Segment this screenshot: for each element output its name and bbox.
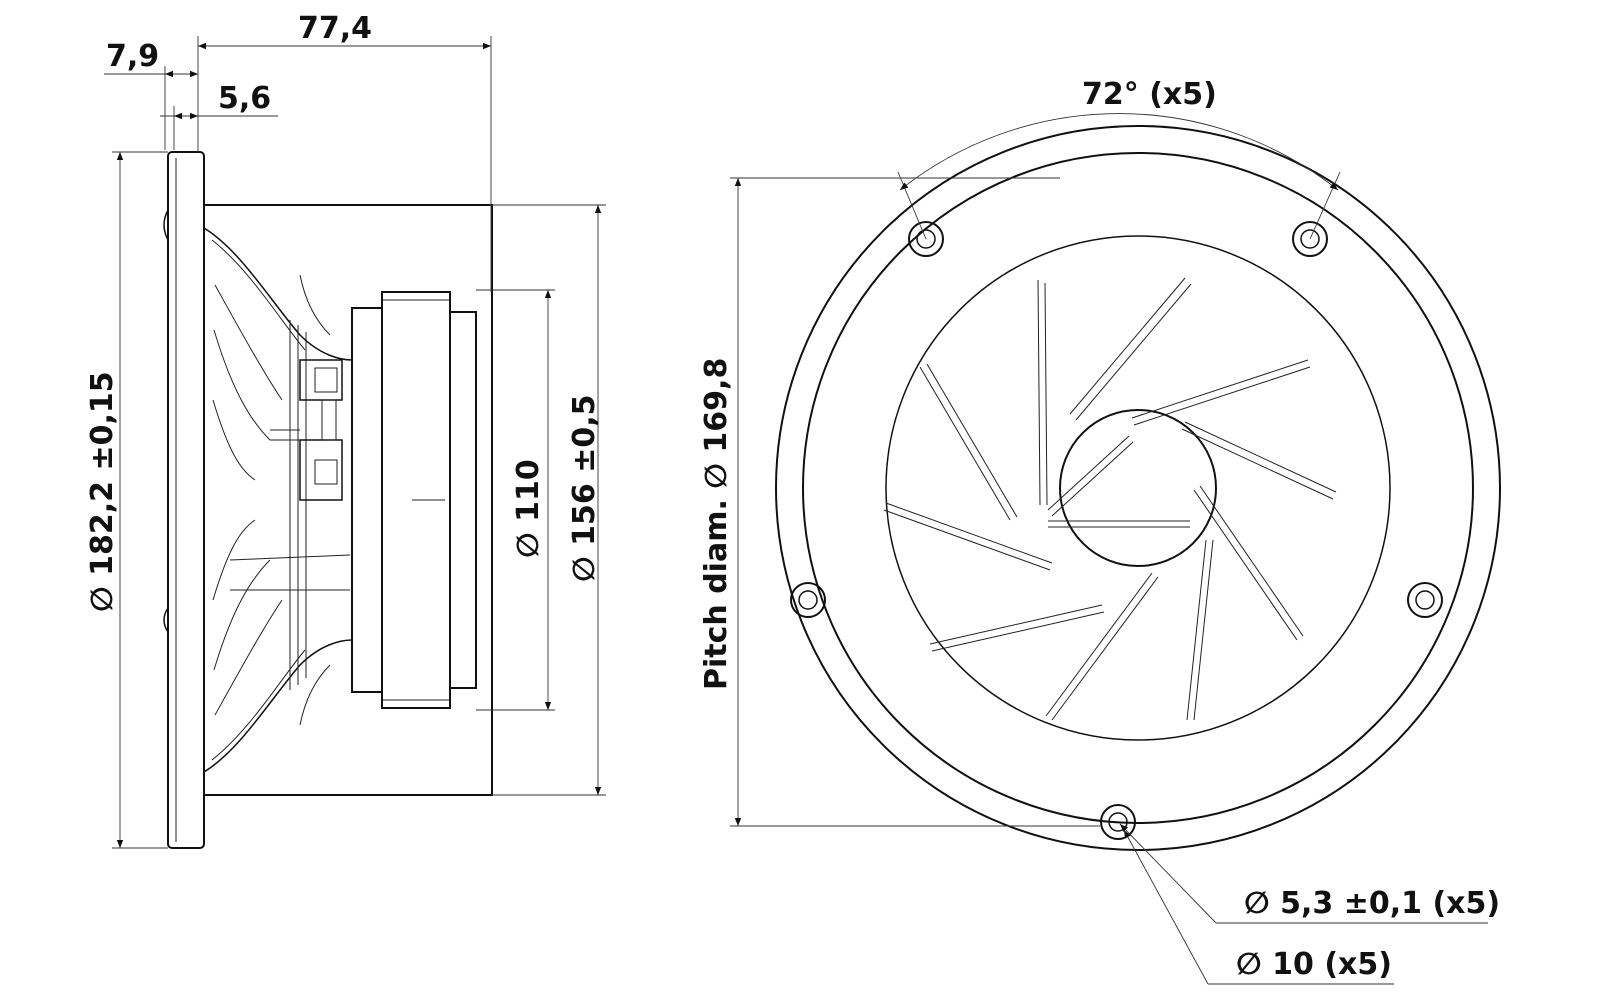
pitch-diameter-label: Pitch diam. ∅ 169,8 xyxy=(699,358,734,690)
overall-depth-label: 77,4 xyxy=(298,11,372,46)
mounting-holes xyxy=(790,221,1443,840)
mounting-hole xyxy=(1292,221,1328,257)
cone-edge xyxy=(885,235,1391,741)
mounting-hole xyxy=(790,582,826,618)
mounting-hole xyxy=(1100,804,1136,840)
basket-frame xyxy=(204,204,493,796)
magnet-back-plate xyxy=(449,311,477,689)
flange-to-frame-label: 5,6 xyxy=(218,81,271,116)
side-view: 77,4 7,9 5,6 ∅ 182,2 ±0,15 ∅ 110 ∅ 156 ±… xyxy=(85,11,606,849)
outer-rim xyxy=(775,125,1501,851)
front-view: 72° (x5) Pitch diam. ∅ 169,8 ∅ 5,3 ±0,1 … xyxy=(699,77,1501,985)
hole-diameter-label: ∅ 5,3 ±0,1 (x5) xyxy=(1244,886,1500,921)
frame-diameter-label: ∅ 156 ±0,5 xyxy=(567,395,602,583)
mounting-hole xyxy=(908,221,944,257)
pitch-circle xyxy=(802,152,1474,824)
flange-thickness-label: 7,9 xyxy=(106,39,159,74)
magnet-top-plate xyxy=(351,307,383,693)
flange-plate xyxy=(167,151,205,849)
hole-angle-label: 72° (x5) xyxy=(1082,77,1217,112)
dust-cap xyxy=(1059,409,1217,567)
counterbore-diameter-label: ∅ 10 (x5) xyxy=(1236,947,1392,982)
mounting-hole xyxy=(1407,582,1443,618)
outer-diameter-label: ∅ 182,2 ±0,15 xyxy=(85,371,120,612)
magnet-diameter-label: ∅ 110 xyxy=(511,459,546,558)
cone-ribs xyxy=(883,277,1337,721)
